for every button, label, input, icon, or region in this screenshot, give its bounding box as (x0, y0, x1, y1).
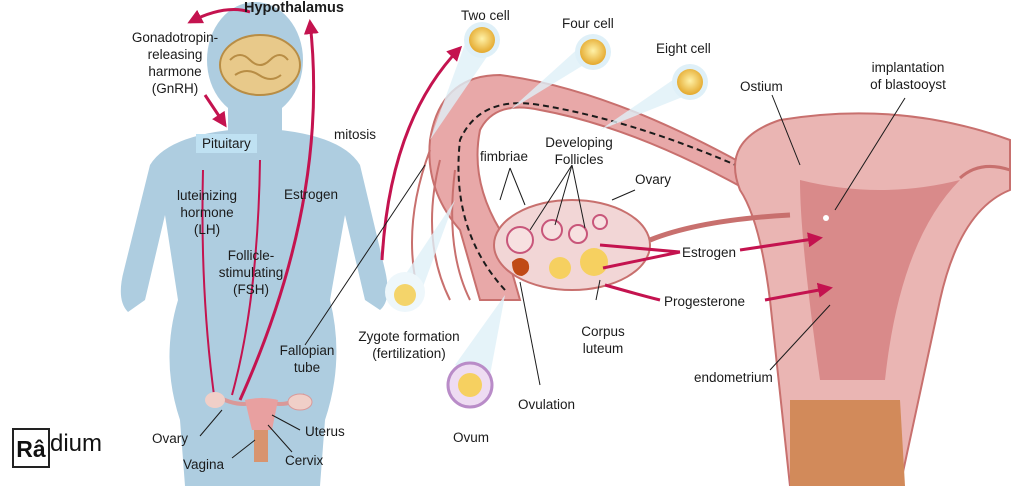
label-progesterone: Progesterone (664, 294, 746, 309)
label-lh: luteinizing hormone (LH) (162, 187, 252, 238)
label-estrogen-body: Estrogen (284, 187, 339, 202)
label-fsh-line3: (FSH) (233, 282, 269, 297)
brain (219, 34, 301, 96)
label-lh-line3: (LH) (193, 222, 221, 237)
right-arrows (380, 45, 833, 302)
label-fallopian-line1: Fallopian (279, 343, 335, 358)
label-corpus-luteum: Corpus luteum (575, 323, 631, 357)
label-corpus-line1: Corpus (581, 324, 625, 339)
label-eight-cell: Eight cell (656, 41, 711, 56)
label-ovum: Ovum (453, 430, 490, 445)
label-estrogen-right: Estrogen (682, 245, 737, 260)
label-mitosis: mitosis (334, 127, 377, 142)
leader-lines (199, 94, 906, 459)
label-implantation: implantation of blastooyst (860, 59, 956, 93)
small-uterus (205, 392, 313, 462)
logo-word: dium (50, 430, 103, 457)
label-gnrh-line2: releasing (147, 47, 203, 62)
uterus-large (734, 112, 1011, 486)
label-corpus-line2: luteum (582, 341, 624, 356)
label-implantation-line2: of blastooyst (870, 77, 946, 92)
label-fsh-line1: Follicle- (227, 248, 275, 263)
label-fsh: Follicle- stimulating (FSH) (196, 247, 306, 298)
label-lh-line1: luteinizing (176, 188, 238, 203)
label-ovary-left: Ovary (152, 431, 189, 446)
label-implantation-line1: implantation (871, 60, 945, 75)
ovary-large (493, 199, 791, 291)
label-zygote: Zygote formation (fertilization) (345, 328, 473, 362)
label-gnrh-line4: (GnRH) (151, 81, 199, 96)
label-gnrh-line3: harmone (148, 64, 202, 79)
label-ovulation: Ovulation (518, 397, 576, 412)
label-fimbriae: fimbriae (480, 149, 529, 164)
radium-logo: Râ dium (12, 428, 124, 470)
logo-letter-box: Râ (12, 428, 50, 468)
label-fallopian-line2: tube (293, 360, 321, 375)
label-fsh-line2: stimulating (218, 265, 284, 280)
cell-bubbles (385, 22, 708, 409)
label-zygote-line2: (fertilization) (372, 346, 446, 361)
label-developing-follicles: Developing Follicles (536, 134, 622, 168)
label-two-cell: Two cell (461, 8, 510, 23)
label-ovary-right: Ovary (635, 172, 672, 187)
label-zygote-line1: Zygote formation (358, 329, 460, 344)
label-endometrium: endometrium (694, 370, 773, 385)
label-hypothalamus: Hypothalamus (244, 0, 344, 16)
label-developing-line1: Developing (545, 135, 613, 150)
label-uterus: Uterus (305, 424, 345, 439)
label-lh-line2: hormone (180, 205, 234, 220)
label-cervix: Cervix (285, 453, 324, 468)
label-vagina: Vagina (183, 457, 225, 472)
hormone-arrows (187, 8, 319, 401)
label-fallopian-tube: Fallopian tube (272, 342, 342, 376)
label-four-cell: Four cell (562, 16, 614, 31)
label-gnrh: Gonadotropin- releasing harmone (GnRH) (120, 29, 230, 97)
label-developing-line2: Follicles (554, 152, 604, 167)
label-pituitary: Pituitary (196, 134, 257, 153)
label-gnrh-line1: Gonadotropin- (131, 30, 219, 45)
label-ostium: Ostium (740, 79, 783, 94)
